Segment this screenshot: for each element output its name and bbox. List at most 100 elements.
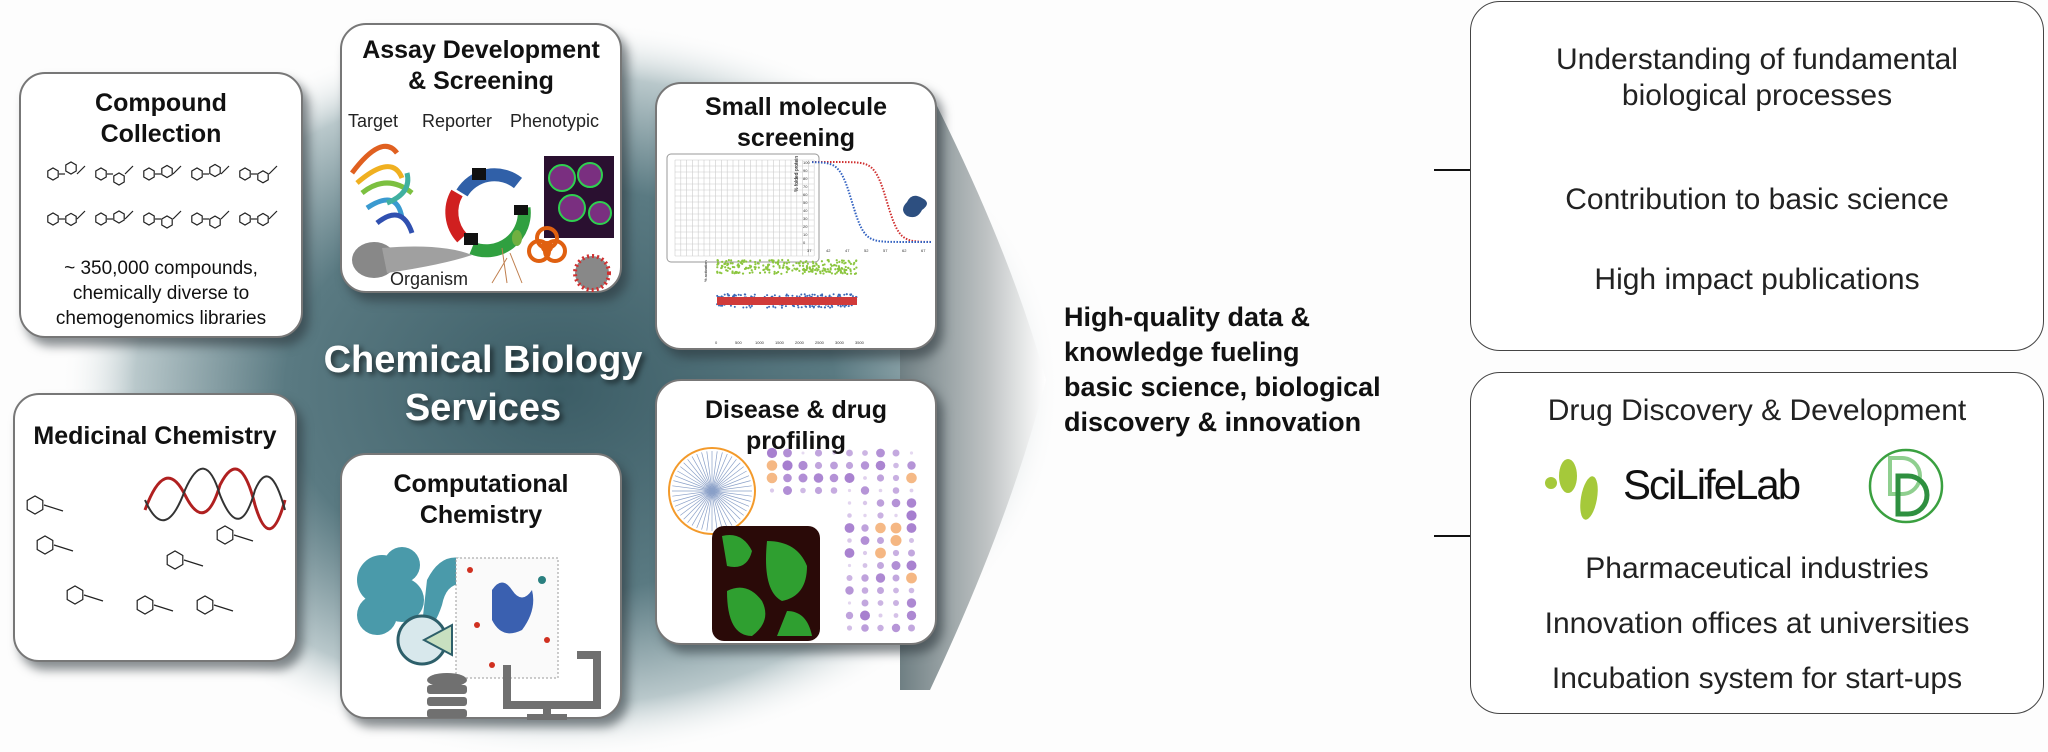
medicinal-structures-image [26, 467, 287, 615]
data-point [716, 270, 719, 273]
profile-dot [908, 549, 915, 557]
data-point [737, 259, 740, 263]
profile-dot [894, 513, 898, 518]
tree-branch [706, 490, 713, 531]
data-point [753, 265, 756, 269]
docking-pie-icon [396, 614, 453, 666]
data-point [723, 293, 726, 296]
profile-dot [906, 510, 917, 521]
data-point [837, 265, 841, 268]
data-point [799, 260, 802, 263]
data-point [738, 271, 741, 274]
data-point [725, 269, 728, 272]
profile-dot [861, 599, 869, 607]
protein-ribbon-image [350, 143, 415, 234]
tree-branch [706, 451, 713, 492]
profile-dot [875, 460, 886, 471]
profile-dot [847, 488, 852, 493]
profile-dot [907, 461, 916, 470]
green-scatter [716, 258, 858, 276]
melting-curve-red [812, 161, 933, 243]
scatter-xtick: 2000 [795, 340, 805, 345]
molecule-ring [166, 550, 184, 570]
data-point [750, 269, 753, 272]
molecule-structure [239, 165, 278, 184]
data-point [780, 306, 783, 309]
red-scatter-band [717, 297, 857, 305]
profile-dot [814, 461, 823, 470]
data-point [836, 295, 839, 298]
profile-dot [877, 600, 884, 606]
data-point [835, 271, 838, 274]
data-point [758, 271, 762, 274]
profile-dot [798, 460, 808, 471]
data-point [835, 264, 838, 267]
profile-dot [766, 460, 778, 471]
data-point [720, 272, 723, 275]
data-point [814, 272, 817, 275]
profile-dot [798, 473, 808, 483]
data-point [723, 262, 726, 266]
label-reporter: Reporter [422, 111, 493, 131]
assay-illustrations [350, 143, 614, 292]
profile-dot [893, 587, 899, 594]
data-point [834, 272, 837, 275]
data-point [806, 262, 809, 265]
profile-dot [891, 561, 901, 570]
tree-branch [674, 490, 713, 507]
molecule-ring [216, 525, 234, 545]
data-point [785, 271, 788, 274]
data-point [737, 265, 740, 269]
card-medicinal-chemistry: Medicinal Chemistry [13, 393, 297, 662]
profile-dot [891, 623, 901, 633]
curve-ytick: 20 [803, 224, 808, 229]
molecule-structure [47, 161, 86, 181]
curve-ytick: 100 [803, 160, 810, 165]
profile-dot [847, 563, 852, 568]
data-point [775, 272, 778, 275]
bond [213, 604, 234, 612]
tree-branch [711, 490, 728, 529]
curve-ytick: 10 [803, 232, 808, 237]
data-point [833, 263, 836, 267]
data-point [787, 261, 791, 264]
label-organism: Organism [390, 269, 469, 289]
molecule-structure [143, 210, 182, 229]
data-point [762, 264, 765, 267]
data-point [813, 264, 816, 267]
data-point [804, 295, 807, 298]
profile-dot [862, 450, 868, 456]
profile-dot [876, 474, 885, 482]
data-point [798, 264, 801, 267]
data-point [784, 305, 787, 308]
profile-dot [846, 575, 853, 581]
profile-dot [847, 501, 852, 505]
outcome-item: Pharmaceutical industries [1585, 552, 1929, 585]
profile-dot [800, 487, 806, 494]
data-point [750, 305, 753, 308]
data-point [824, 268, 827, 271]
label-phenotypic: Phenotypic [510, 111, 600, 131]
profile-dot [861, 624, 869, 632]
data-point [830, 272, 833, 275]
data-point [823, 306, 826, 309]
data-point [773, 272, 776, 275]
data-point [803, 293, 806, 296]
data-point [782, 264, 785, 267]
tree-branch [711, 490, 741, 520]
data-point [778, 266, 781, 269]
data-point [817, 266, 821, 269]
compound-structures-image [47, 161, 278, 229]
data-point [837, 268, 841, 271]
tree-branch [672, 490, 713, 497]
data-point [825, 270, 828, 273]
molecule-ring [36, 535, 54, 555]
data-point [748, 271, 751, 275]
profile-dot [814, 486, 823, 495]
data-point [808, 294, 811, 297]
curve-ytick: 90 [803, 168, 808, 173]
